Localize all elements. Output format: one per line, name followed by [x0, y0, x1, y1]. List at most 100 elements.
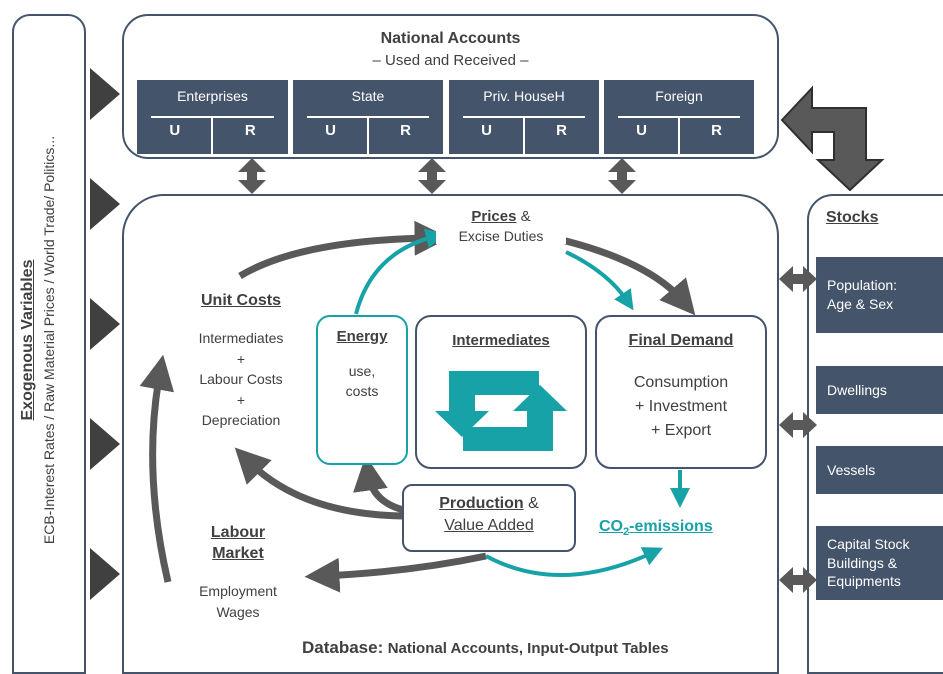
unit-costs-line: Intermediates	[198, 330, 284, 346]
na-stocks-bent-arrow	[780, 85, 885, 192]
divider	[211, 118, 213, 154]
stocks-title: Stocks	[826, 209, 879, 226]
final-demand-details: Consumption + Investment + Export	[597, 371, 765, 443]
gray-flow-arrows	[139, 220, 696, 593]
intermediates-box: Intermediates	[415, 315, 587, 469]
co2-suffix: -emissions	[629, 518, 713, 535]
intermediates-title: Intermediates	[452, 332, 550, 349]
divider	[523, 118, 525, 154]
unit-costs-line: +	[236, 391, 246, 408]
double-arrow	[779, 567, 817, 593]
stock-line: Age & Sex	[827, 296, 894, 312]
stock-capital: Capital Stock Buildings & Equipments	[816, 526, 943, 600]
exogenous-arrow	[90, 298, 120, 350]
sector-label: Foreign	[655, 88, 703, 104]
production-title: Production	[439, 495, 524, 512]
national-accounts-title: National Accounts	[380, 30, 521, 47]
sector-state: State U R	[293, 80, 443, 154]
prices-title: Prices	[471, 208, 517, 225]
received-label: R	[711, 122, 722, 139]
exchange-icon	[435, 371, 567, 451]
final-demand-title: Final Demand	[628, 332, 734, 349]
double-arrow	[418, 158, 446, 194]
double-arrow	[779, 266, 817, 292]
co2-prefix: CO	[599, 518, 623, 535]
final-demand-line: Consumption	[633, 374, 729, 391]
production-amp: &	[523, 495, 539, 512]
prices-to-finaldemand-arrow	[561, 236, 696, 316]
sector-enterprises: Enterprises U R	[137, 80, 288, 154]
double-arrow	[238, 158, 266, 194]
exogenous-variables-panel	[12, 14, 86, 674]
stock-line: Dwellings	[827, 381, 887, 398]
production-to-energy-arrow	[353, 455, 405, 514]
sector-foreign: Foreign U R	[604, 80, 754, 154]
exogenous-arrowheads	[90, 68, 120, 600]
received-label: R	[400, 122, 411, 139]
model-stocks-double-arrows	[779, 266, 817, 593]
stock-line: Equipments	[827, 573, 901, 590]
labour-market-title-1: Labour	[210, 524, 266, 541]
stock-population: Population: Age & Sex	[816, 257, 943, 333]
divider	[678, 118, 680, 154]
sector-private-households: Priv. HouseH U R	[449, 80, 599, 154]
labour-market-title-2: Market	[212, 545, 264, 562]
double-arrow	[608, 158, 636, 194]
stock-line: Population:	[827, 277, 898, 294]
used-label: U	[481, 122, 492, 139]
unit-costs-line: Labour Costs	[199, 371, 283, 387]
prices-block: Prices & Excise Duties	[436, 208, 566, 244]
co2-subscript: 2	[623, 526, 630, 539]
unitcost-to-prices-arrow	[238, 220, 450, 280]
database-text: National Accounts, Input-Output Tables	[387, 640, 669, 657]
stock-line: Buildings &	[827, 554, 898, 571]
unit-costs-line: Depreciation	[201, 412, 281, 428]
exogenous-arrow	[90, 548, 120, 600]
divider	[463, 116, 585, 118]
energy-line: use,	[348, 363, 376, 379]
sector-label: Enterprises	[177, 88, 248, 104]
teal-flow-arrows	[354, 228, 690, 577]
database-label: Database:	[302, 638, 384, 657]
final-demand-box: Final Demand Consumption + Investment + …	[595, 315, 767, 469]
national-accounts-subtitle: – Used and Received –	[372, 52, 529, 69]
co2-emissions-label: CO2-emissions	[599, 518, 713, 538]
sector-label: Priv. HouseH	[483, 88, 565, 104]
final-demand-line: + Investment	[634, 398, 728, 415]
divider	[307, 116, 429, 118]
exogenous-arrow	[90, 178, 120, 230]
energy-to-prices-arrow	[354, 228, 446, 315]
prices-to-finaldemand-teal-arrow	[565, 250, 634, 311]
unit-costs-title: Unit Costs	[201, 292, 281, 309]
unit-costs-details: Intermediates + Labour Costs + Depreciat…	[170, 328, 312, 431]
unit-costs-line: +	[236, 350, 246, 367]
labour-market-line: Wages	[216, 603, 260, 620]
energy-box: Energy use, costs	[316, 315, 408, 465]
stock-line: Capital Stock	[827, 535, 910, 552]
received-label: R	[244, 122, 256, 139]
production-box: Production & Value Added	[402, 484, 576, 552]
double-arrow	[779, 412, 817, 438]
stock-dwellings: Dwellings	[816, 366, 943, 414]
database-caption: Database: National Accounts, Input-Outpu…	[302, 638, 669, 658]
unit-costs-block: Unit Costs Intermediates + Labour Costs …	[170, 292, 312, 431]
energy-line: costs	[345, 383, 379, 399]
labour-to-unitcost-arrow	[139, 354, 175, 583]
energy-details: use, costs	[318, 361, 406, 401]
received-label: R	[556, 122, 567, 139]
labour-market-block: Labour Market Employment Wages	[174, 524, 302, 622]
divider	[618, 116, 740, 118]
used-label: U	[636, 122, 647, 139]
labour-market-line: Employment	[199, 583, 277, 599]
labour-market-details: Employment Wages	[174, 581, 302, 622]
final-demand-line: + Export	[650, 422, 712, 439]
used-label: U	[169, 122, 181, 139]
exogenous-arrow	[90, 418, 120, 470]
used-label: U	[325, 122, 336, 139]
na-model-double-arrows	[238, 158, 636, 194]
sector-label: State	[351, 88, 385, 104]
divider	[151, 116, 274, 118]
energy-title: Energy	[336, 328, 388, 345]
divider	[367, 118, 369, 154]
